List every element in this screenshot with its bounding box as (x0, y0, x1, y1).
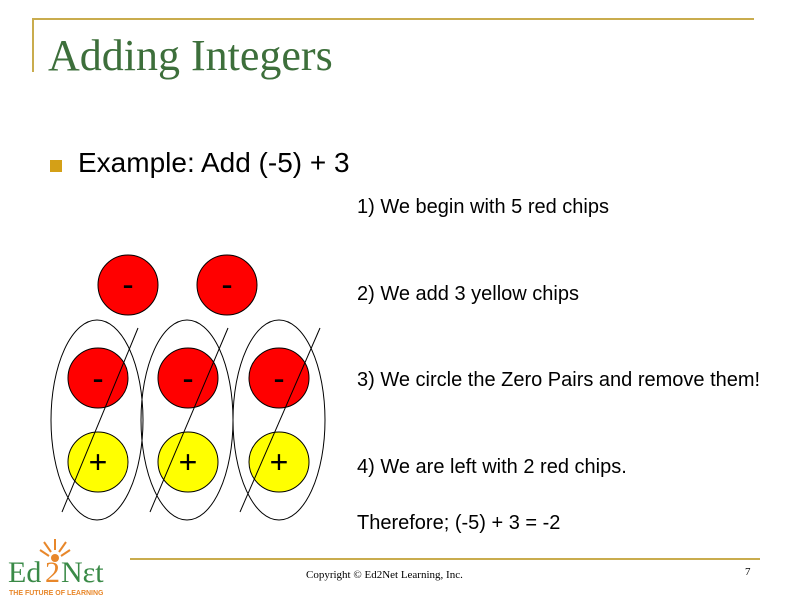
chip-minus-symbol: - (221, 266, 232, 304)
frame-left-line (32, 18, 34, 72)
step-4-text: 4) We are left with 2 red chips. (357, 456, 627, 478)
strike-through-line (149, 327, 229, 513)
chip-minus-symbol: - (92, 360, 103, 398)
remaining-red-chip: - (196, 254, 258, 316)
remaining-red-chip: - (97, 254, 159, 316)
zero-pair-circle (50, 319, 144, 521)
yellow-chip (248, 431, 310, 493)
step-3-text: 3) We circle the Zero Pairs and remove t… (357, 369, 761, 391)
strike-through-line (61, 327, 139, 513)
step-2-text: 2) We add 3 yellow chips (357, 283, 579, 305)
logo-tagline: THE FUTURE OF LEARNING (9, 590, 104, 597)
bullet-example: Example: Add (-5) + 3 (78, 147, 350, 178)
logo-text-net: Nεt (61, 556, 104, 589)
yellow-chip (67, 431, 129, 493)
logo-text-two: 2 (45, 556, 60, 589)
ed2net-logo: Ed 2 Nεt THE FUTURE OF LEARNING (8, 539, 104, 597)
zero-pair-circle (232, 319, 326, 521)
yellow-chip (157, 431, 219, 493)
slide-title: Adding Integers (48, 31, 333, 80)
bullet-square-icon (50, 160, 62, 172)
zero-pair: - + (50, 319, 144, 521)
logo-text-ed: Ed (8, 556, 41, 589)
copyright-footer: Copyright © Ed2Net Learning, Inc. (306, 569, 463, 581)
chip-minus-symbol: - (122, 266, 133, 304)
frame-bottom-line (130, 558, 760, 560)
step-1-text: 1) We begin with 5 red chips (357, 196, 609, 218)
chip-plus-symbol: + (179, 444, 198, 480)
chip-minus-symbol: - (273, 360, 284, 398)
red-chip (67, 347, 129, 409)
chip-plus-symbol: + (270, 444, 289, 480)
zero-pair: - + (140, 319, 234, 521)
conclusion-text: Therefore; (-5) + 3 = -2 (357, 512, 561, 534)
page-number: 7 (745, 566, 751, 578)
chip-plus-symbol: + (89, 444, 108, 480)
zero-pair: - + (232, 319, 326, 521)
frame-top-line (32, 18, 754, 20)
red-chip (157, 347, 219, 409)
red-chip (248, 347, 310, 409)
strike-through-line (239, 327, 321, 513)
sun-burst-icon (39, 539, 71, 562)
chip-minus-symbol: - (182, 360, 193, 398)
